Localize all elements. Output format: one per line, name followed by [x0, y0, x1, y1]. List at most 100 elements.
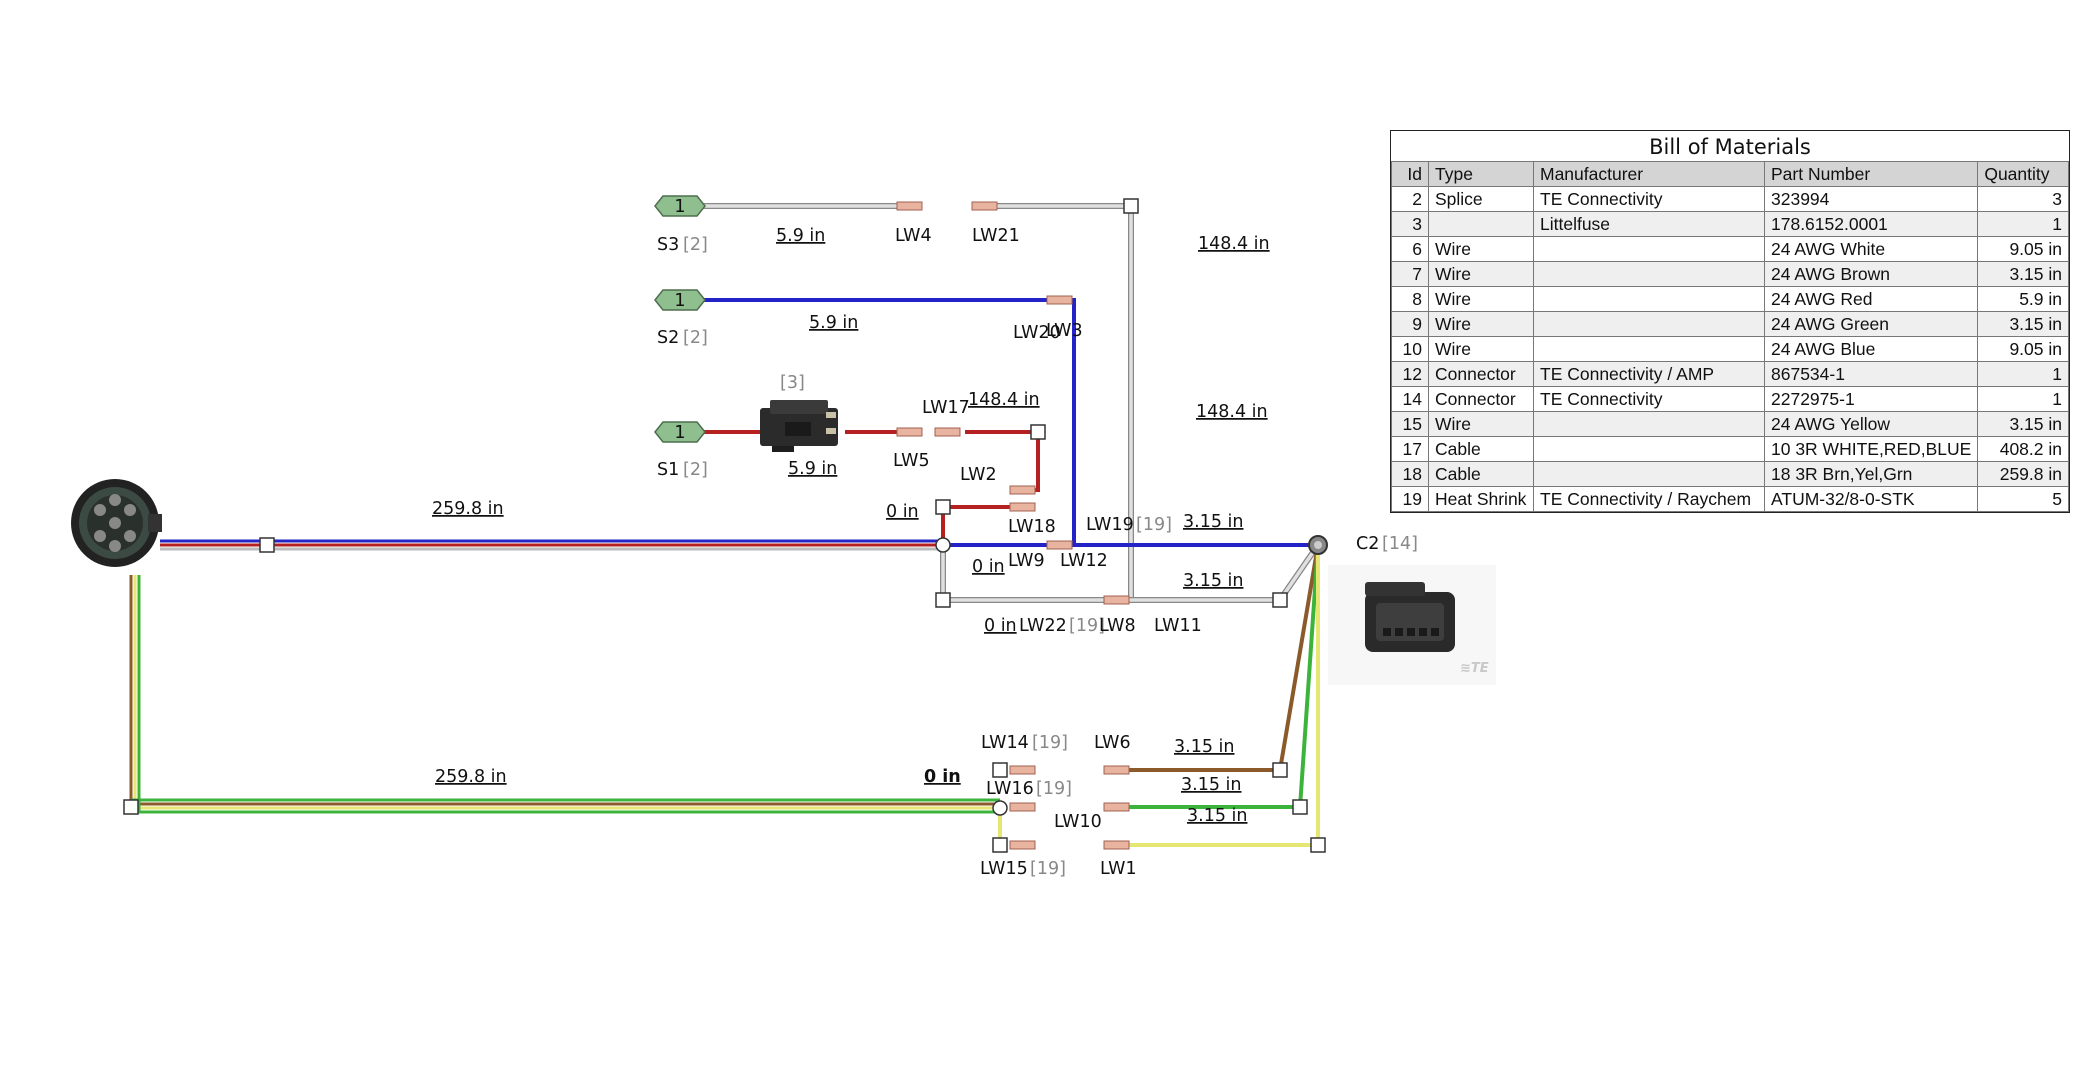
bottom-cable[interactable] — [129, 575, 1000, 814]
splice-point[interactable] — [992, 800, 1008, 816]
splice-s1[interactable]: 1 — [654, 421, 706, 443]
bom-cell-type — [1428, 211, 1534, 237]
bom-cell-quantity: 3.15 in — [1977, 311, 2069, 337]
junction-node[interactable] — [1123, 198, 1139, 214]
terminal-lw16[interactable] — [1009, 802, 1036, 812]
terminal-lw10[interactable] — [1103, 802, 1130, 812]
bom-cell-manufacturer — [1533, 236, 1765, 262]
label-lw16-ref: [19] — [1036, 779, 1072, 799]
junction-node[interactable] — [259, 537, 275, 553]
terminal-lw5[interactable] — [896, 427, 923, 437]
bom-cell-type: Wire — [1428, 261, 1534, 287]
length-lw6-wire: 3.15 in — [1174, 737, 1234, 757]
terminal-lw17[interactable] — [934, 427, 961, 437]
terminal-lw1[interactable] — [1103, 840, 1130, 850]
bom-header-row: Id Type Manufacturer Part Number Quantit… — [1391, 161, 2069, 187]
fuse-holder-image[interactable] — [760, 400, 838, 452]
c2-node-center — [1314, 541, 1322, 549]
label-lw20: LW20 — [1013, 323, 1061, 343]
label-lw3: LW3 — [1046, 321, 1083, 341]
splice-s2[interactable]: 1 — [654, 289, 706, 311]
bom-cell-part-number: ATUM-32/8-0-STK — [1763, 486, 1979, 512]
length-j3: 0 in — [984, 616, 1017, 636]
junction-node[interactable] — [1030, 424, 1046, 440]
bom-cell-part-number: 2272975-1 — [1763, 386, 1979, 412]
terminal-lw12[interactable] — [1046, 540, 1073, 550]
label-lw2: LW2 — [960, 465, 997, 485]
label-lw15-ref: [19] — [1030, 859, 1066, 879]
label-lw16: LW16 — [986, 779, 1034, 799]
bom-cell-part-number: 323994 — [1763, 186, 1979, 212]
bom-cell-id: 14 — [1391, 386, 1429, 412]
junction-node[interactable] — [1272, 592, 1288, 608]
bom-cell-id: 15 — [1391, 411, 1429, 437]
bom-cell-quantity: 5 — [1977, 486, 2069, 512]
label-lw15: LW15 — [980, 859, 1028, 879]
junction-node[interactable] — [1310, 837, 1326, 853]
label-lw18: LW18 — [1008, 517, 1056, 537]
label-lw6: LW6 — [1094, 733, 1131, 753]
label-fuse-ref: [3] — [780, 373, 805, 393]
bom-cell-quantity: 259.8 in — [1977, 461, 2069, 487]
bom-cell-type: Connector — [1428, 386, 1534, 412]
terminal-lw14[interactable] — [1009, 765, 1036, 775]
terminal-lw2[interactable] — [1009, 485, 1036, 495]
wire-lw18[interactable] — [941, 505, 1010, 545]
circular-connector-image[interactable] — [71, 479, 162, 567]
bom-cell-quantity: 408.2 in — [1977, 436, 2069, 462]
label-lw19: LW19 — [1086, 515, 1134, 535]
bom-header-quantity: Quantity — [1977, 161, 2069, 187]
label-s3: S3 — [657, 235, 679, 255]
junction-node[interactable] — [992, 837, 1008, 853]
bom-cell-id: 8 — [1391, 286, 1429, 312]
length-s2-wire: 5.9 in — [809, 313, 858, 333]
bom-cell-quantity: 1 — [1977, 386, 2069, 412]
bom-cell-manufacturer: Littelfuse — [1533, 211, 1765, 237]
terminal-lw20[interactable] — [1046, 295, 1073, 305]
svg-text:≋TE: ≋TE — [1460, 661, 1489, 676]
label-lw21: LW21 — [972, 226, 1020, 246]
terminal-lw8[interactable] — [1103, 595, 1130, 605]
length-right-top-1: 148.4 in — [1198, 234, 1270, 254]
bom-cell-manufacturer — [1533, 286, 1765, 312]
bom-cell-manufacturer: TE Connectivity — [1533, 186, 1765, 212]
bom-header-type: Type — [1428, 161, 1534, 187]
junction-node[interactable] — [935, 499, 951, 515]
junction-node[interactable] — [1292, 799, 1308, 815]
junction-node[interactable] — [123, 799, 139, 815]
main-cable[interactable] — [160, 539, 943, 551]
bom-cell-quantity: 3 — [1977, 186, 2069, 212]
terminal-lw15[interactable] — [1009, 840, 1036, 850]
terminal-lw6[interactable] — [1103, 765, 1130, 775]
c2-connector-image[interactable]: ≋TE — [1328, 565, 1496, 685]
splice-point[interactable] — [935, 537, 951, 553]
terminal-lw21[interactable] — [971, 201, 998, 211]
bom-cell-id: 2 — [1391, 186, 1429, 212]
label-lw14-ref: [19] — [1032, 733, 1068, 753]
terminal-lw4[interactable] — [896, 201, 923, 211]
bom-cell-id: 12 — [1391, 361, 1429, 387]
terminal-lw18[interactable] — [1009, 502, 1036, 512]
label-lw22: LW22 — [1019, 616, 1067, 636]
label-lw22-ref: [19] — [1069, 616, 1105, 636]
splice-s3[interactable]: 1 — [654, 195, 706, 217]
wire-s2[interactable] — [700, 298, 1076, 545]
bom-cell-quantity: 1 — [1977, 361, 2069, 387]
bom-cell-id: 6 — [1391, 236, 1429, 262]
bom-cell-type: Wire — [1428, 411, 1534, 437]
junction-node[interactable] — [1272, 762, 1288, 778]
length-right-top-2: 148.4 in — [1196, 402, 1268, 422]
bom-cell-id: 9 — [1391, 311, 1429, 337]
bom-cell-type: Wire — [1428, 236, 1534, 262]
junction-node[interactable] — [935, 592, 951, 608]
splice-s3-number: 1 — [674, 197, 685, 217]
label-s2-ref: [2] — [683, 328, 708, 348]
junction-node[interactable] — [992, 762, 1008, 778]
